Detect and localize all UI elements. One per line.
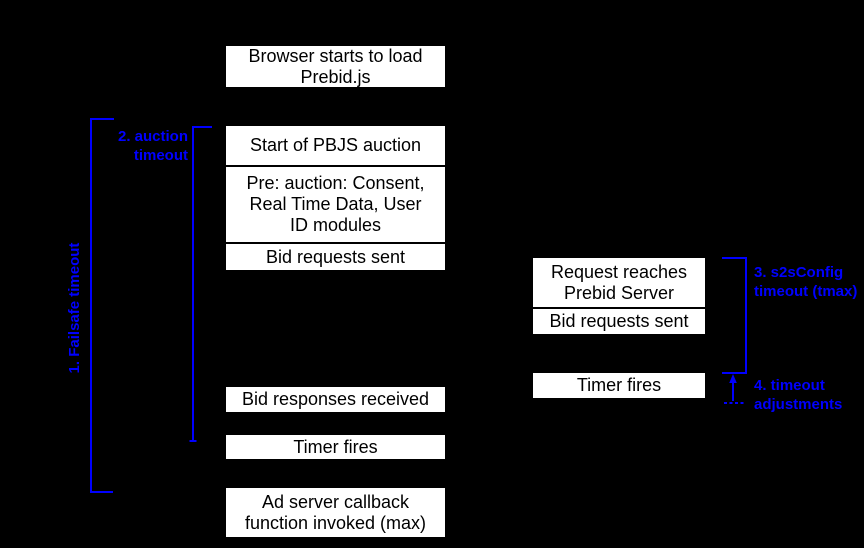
- auction-timeout-bracket: [192, 126, 212, 441]
- failsafe-timeout-bracket: [90, 118, 114, 493]
- box-ad-server-callback: Ad server callback function invoked (max…: [226, 488, 445, 537]
- auction-stack: Start of PBJS auction Pre: auction: Cons…: [226, 126, 445, 270]
- box-pre-auction-modules: Pre: auction: Consent, Real Time Data, U…: [226, 165, 445, 242]
- box-start-of-pbjs-auction: Start of PBJS auction: [226, 126, 445, 165]
- failsafe-timeout-label: 1. Failsafe timeout: [66, 242, 83, 374]
- box-bid-responses-received: Bid responses received: [226, 387, 445, 412]
- box-bid-requests-sent-server: Bid requests sent: [533, 307, 705, 334]
- box-timer-fires: Timer fires: [226, 435, 445, 459]
- auction-timeout-label: 2. auction timeout: [117, 128, 188, 164]
- box-request-reaches-prebid-server: Request reaches Prebid Server: [533, 258, 705, 307]
- timeout-adjustments-label: 4. timeout adjustments: [754, 377, 843, 413]
- prebid-server-stack: Request reaches Prebid Server Bid reques…: [533, 258, 705, 334]
- box-bid-requests-sent: Bid requests sent: [226, 242, 445, 270]
- s2sconfig-timeout-bracket: [722, 257, 747, 374]
- box-timer-fires-server: Timer fires: [533, 373, 705, 398]
- timeout-adjustment-arrow-head: [729, 374, 737, 383]
- s2sconfig-timeout-label: 3. s2sConfig timeout (tmax): [754, 264, 858, 300]
- box-browser-starts-load: Browser starts to load Prebid.js: [226, 46, 445, 87]
